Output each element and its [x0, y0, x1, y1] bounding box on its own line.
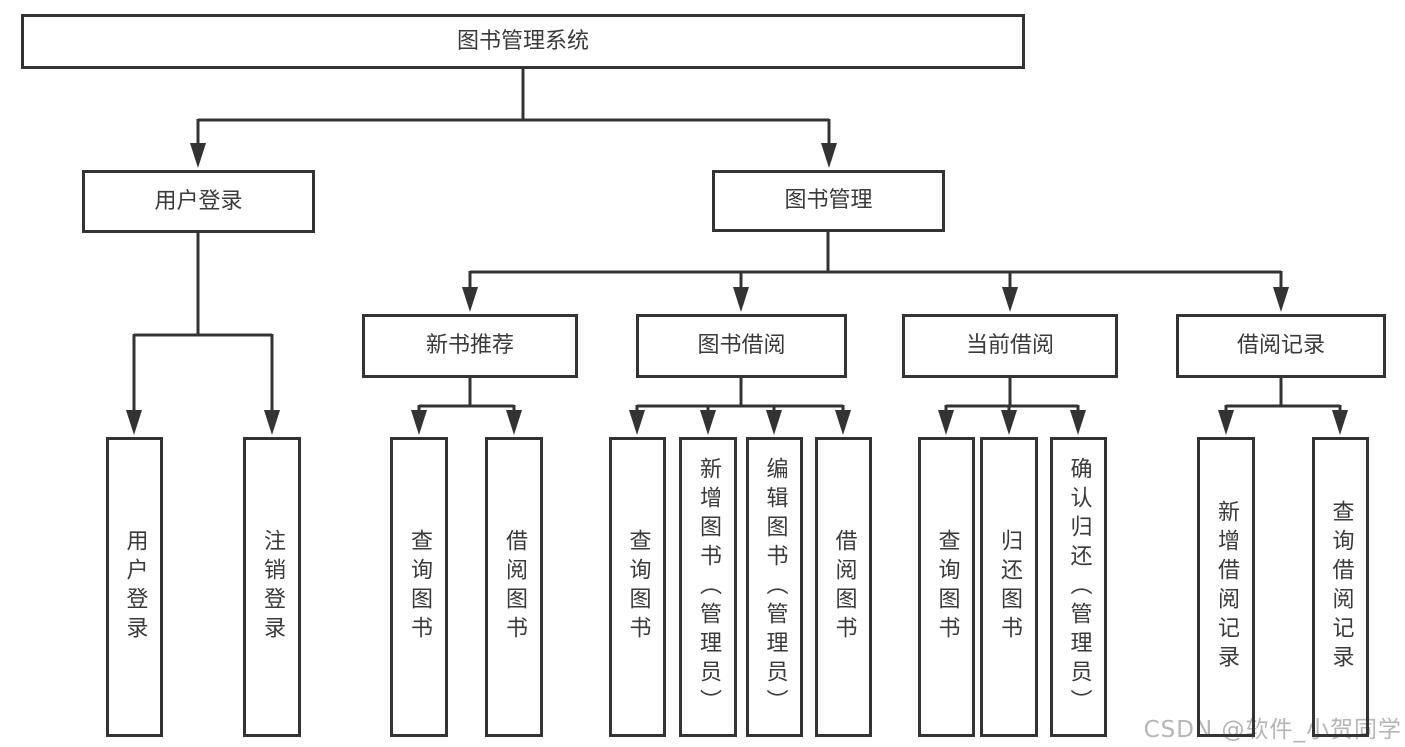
node-book-borrow: 图书借阅	[636, 314, 847, 378]
node-borrow-records: 借阅记录	[1176, 314, 1386, 378]
node-book-management: 图书管理	[712, 170, 945, 232]
leaf-query-borrow-record: 查询借阅记录	[1312, 437, 1369, 737]
node-current-borrow: 当前借阅	[902, 314, 1118, 378]
leaf-confirm-return-admin: 确认归还（管理员）	[1050, 437, 1107, 737]
leaf-query-books-recommend: 查询图书	[390, 437, 448, 737]
leaf-logout: 注销登录	[243, 437, 301, 737]
arrowheads	[126, 143, 1348, 435]
node-new-book-recommend: 新书推荐	[362, 314, 578, 378]
csdn-watermark: CSDN @软件_小贺同学	[1143, 717, 1402, 743]
leaf-query-books-current: 查询图书	[918, 437, 975, 737]
leaf-edit-books-admin: 编辑图书（管理员）	[746, 437, 803, 737]
leaf-query-books-borrow: 查询图书	[609, 437, 666, 737]
leaf-user-login: 用户登录	[106, 437, 163, 737]
leaf-borrow-books-recommend: 借阅图书	[485, 437, 543, 737]
node-root: 图书管理系统	[21, 14, 1025, 69]
node-user-login: 用户登录	[82, 170, 315, 233]
leaf-add-books-admin: 新增图书（管理员）	[679, 437, 737, 737]
leaf-return-books: 归还图书	[980, 437, 1038, 737]
leaf-add-borrow-record: 新增借阅记录	[1197, 437, 1255, 737]
leaf-borrow-books: 借阅图书	[815, 437, 872, 737]
